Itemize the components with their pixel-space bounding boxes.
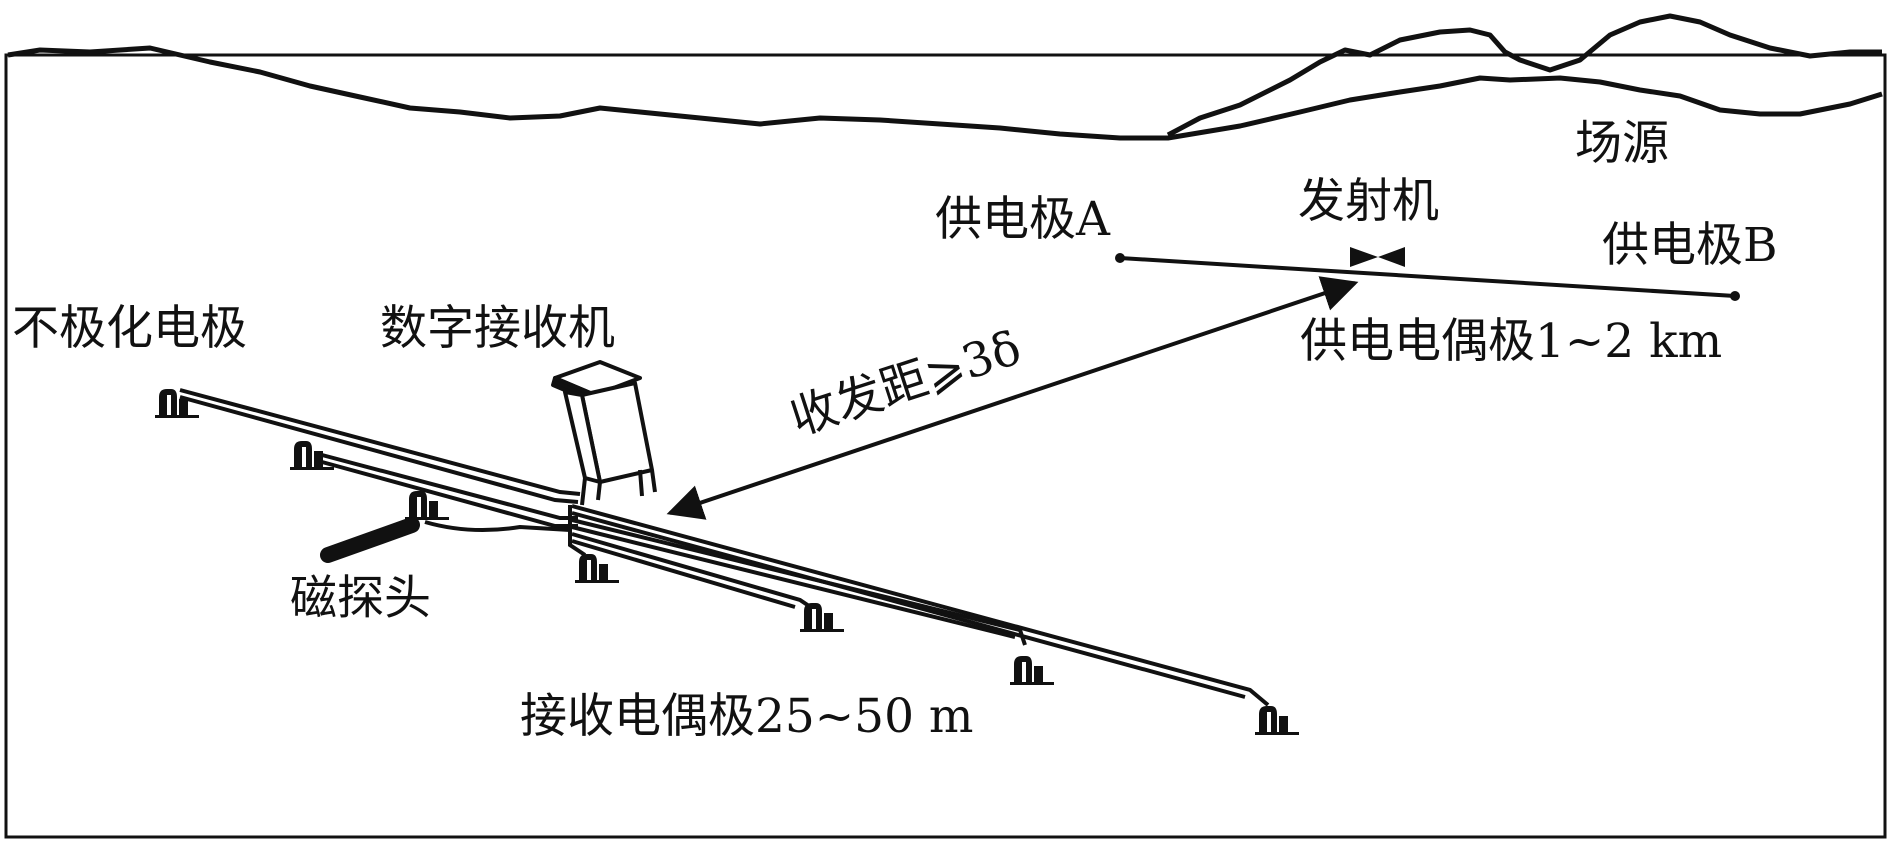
- electrode-b-point: [1730, 291, 1740, 301]
- electrode-7: [1255, 706, 1299, 735]
- cable-right-3b: [571, 539, 796, 609]
- cable-down: [568, 505, 587, 557]
- electrode-a-label: 供电极A: [935, 192, 1110, 247]
- transmit-dipole: [1115, 247, 1740, 301]
- frame-border: [4, 53, 1887, 839]
- digital-receiver-box: [551, 360, 657, 506]
- receiver-leg-2: [596, 481, 602, 501]
- offset-arrow: [666, 276, 1359, 520]
- electrode-5: [800, 603, 844, 632]
- transmitter-label: 发射机: [1298, 174, 1439, 229]
- electrode-6: [1010, 656, 1054, 685]
- electrode-4: [575, 554, 619, 583]
- mountain-ridge-front: [7, 45, 1883, 141]
- magnetic-probe-label: 磁探头: [290, 571, 431, 626]
- nonpolarizing-electrode-label: 不极化电极: [12, 301, 247, 356]
- cable-probe: [424, 520, 571, 533]
- transmit-wire: [1119, 256, 1736, 298]
- field-source-label: 场源: [1575, 116, 1669, 171]
- cable-left-upper-2: [179, 395, 579, 504]
- probe-body: [320, 517, 420, 563]
- mountain-ridge-back: [1166, 13, 1882, 138]
- digital-receiver-label: 数字接收机: [380, 301, 615, 356]
- receiver-cables: [179, 388, 1270, 707]
- mountain-ridge: [7, 13, 1883, 141]
- receiver-leg-4: [650, 469, 657, 493]
- transmitter-bowtie-left: [1350, 247, 1378, 267]
- magnetic-probe: [320, 517, 420, 563]
- receiver-leg-1: [580, 477, 587, 506]
- receiver-leg-3: [638, 469, 644, 497]
- cable-right-1: [571, 504, 1270, 707]
- receive-dipole-label: 接收电偶极25~50 m: [520, 689, 974, 744]
- transmit-dipole-label: 供电电偶极1~2 km: [1300, 314, 1723, 369]
- electrode-a-point: [1115, 253, 1125, 263]
- electrode-b-label: 供电极B: [1602, 218, 1778, 273]
- cable-right-1b: [571, 511, 1246, 699]
- transmitter-bowtie-right: [1378, 247, 1405, 267]
- cable-right-2b: [571, 525, 1016, 639]
- cable-right-2: [571, 518, 1027, 646]
- cable-left-upper: [179, 388, 581, 496]
